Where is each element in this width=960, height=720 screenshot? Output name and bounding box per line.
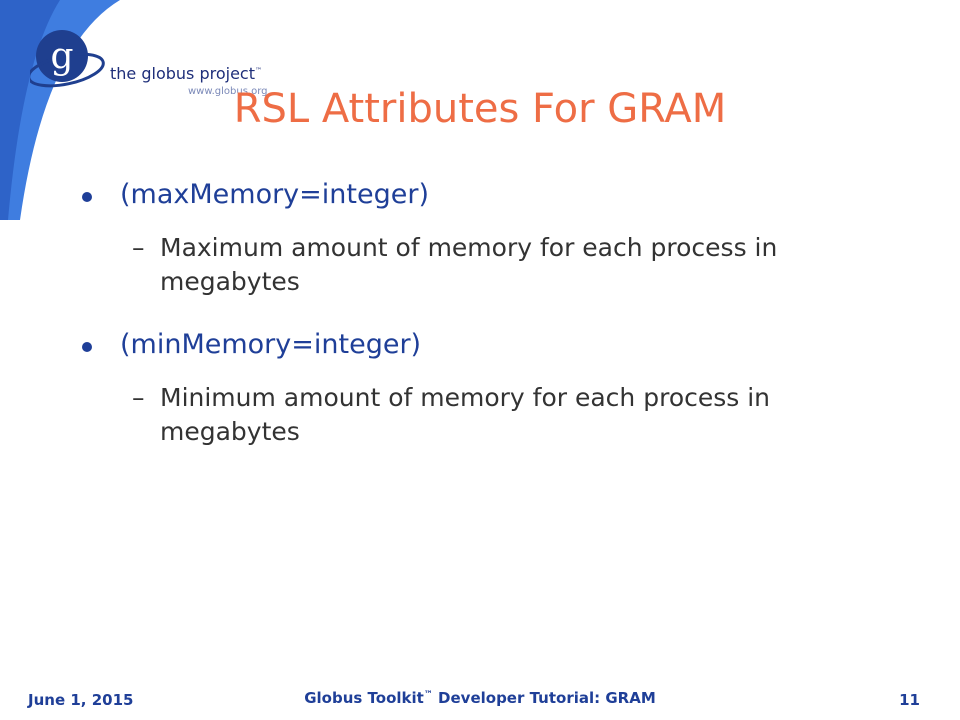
slide-content: (maxMemory=integer) – Maximum amount of … bbox=[72, 175, 892, 449]
corner-swoosh bbox=[0, 0, 120, 220]
globus-logo: g the globus project™ www.globus.org bbox=[30, 28, 268, 98]
sub-bullet-text: Maximum amount of memory for each proces… bbox=[160, 233, 778, 296]
bullet-item: (maxMemory=integer) bbox=[72, 175, 892, 215]
bullet-dot-icon bbox=[82, 342, 92, 352]
logo-url: www.globus.org bbox=[188, 86, 268, 97]
bullet-label: (maxMemory=integer) bbox=[120, 179, 429, 210]
dash-icon: – bbox=[132, 233, 145, 262]
sub-bullet-item: – Maximum amount of memory for each proc… bbox=[72, 231, 892, 299]
bullet-label: (minMemory=integer) bbox=[120, 329, 422, 360]
page-number: 11 bbox=[899, 691, 920, 709]
logo-name: the globus project™ bbox=[110, 64, 262, 83]
slide-title: RSL Attributes For GRAM bbox=[233, 86, 727, 132]
bullet-item: (minMemory=integer) bbox=[72, 325, 892, 365]
dash-icon: – bbox=[132, 383, 145, 412]
bullet-dot-icon bbox=[82, 192, 92, 202]
sub-bullet-text: Minimum amount of memory for each proces… bbox=[160, 383, 771, 446]
svg-text:g: g bbox=[50, 36, 73, 77]
footer-title: Globus Toolkit™ Developer Tutorial: GRAM bbox=[304, 689, 656, 707]
globus-g-icon: g bbox=[30, 30, 105, 88]
footer-date: June 1, 2015 bbox=[28, 691, 134, 709]
sub-bullet-item: – Minimum amount of memory for each proc… bbox=[72, 381, 892, 449]
